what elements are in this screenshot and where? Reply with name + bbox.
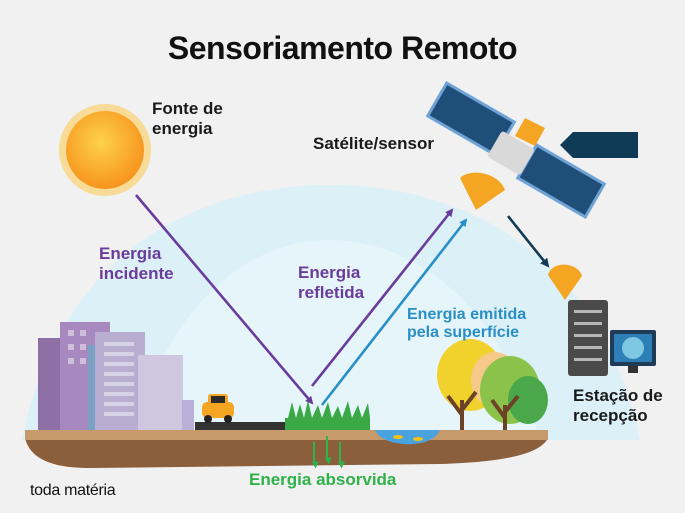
pond — [375, 430, 440, 445]
ground-top — [25, 430, 548, 440]
incident-energy-label: Energia incidente — [99, 244, 174, 283]
fish — [413, 437, 423, 441]
absorbed-energy-label: Energia absorvida — [249, 470, 397, 489]
satellite-antenna — [460, 172, 505, 210]
reflected-energy-label: Energia refletida — [298, 263, 365, 302]
emitted-energy-label: Energia emitida pela superfície — [407, 306, 527, 342]
energy-source-label: Fonte de energia — [152, 99, 223, 138]
road — [195, 422, 285, 430]
sun-icon — [59, 104, 151, 196]
satellite-direction-bar — [560, 132, 638, 158]
ground-station-label: Estação de recepção — [573, 386, 663, 425]
satellite-icon — [425, 80, 607, 220]
fish — [393, 435, 403, 439]
ground-station-icon — [548, 264, 656, 376]
reflected-energy-arrow — [310, 208, 454, 387]
absorbed-energy-arrows — [312, 436, 345, 469]
car-icon — [202, 394, 234, 423]
emitted-energy-arrow — [320, 218, 468, 406]
page-title: Sensoriamento Remoto — [167, 30, 518, 66]
ground — [25, 438, 548, 468]
brand-logo: toda matéria — [30, 482, 116, 499]
incident-energy-arrow — [135, 194, 314, 405]
satellite-label: Satélite/sensor — [313, 134, 434, 153]
city-buildings — [38, 322, 194, 438]
sky-dome-inner — [130, 240, 540, 440]
downlink-arrow — [506, 215, 550, 268]
